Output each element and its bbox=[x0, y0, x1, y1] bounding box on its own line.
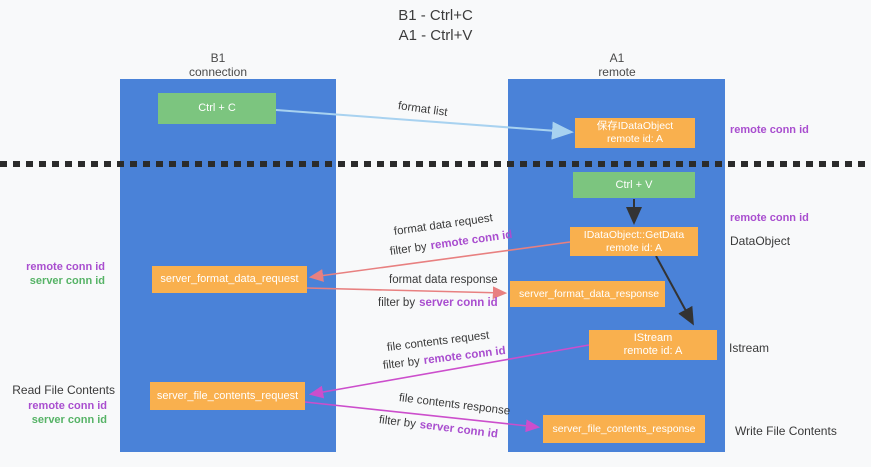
file-contents-response-label: file contents response bbox=[398, 392, 511, 418]
server-file-contents-request-node: server_file_contents_request bbox=[150, 382, 305, 410]
ctrl-c-label: Ctrl + C bbox=[198, 102, 236, 114]
ctrl-v-label: Ctrl + V bbox=[615, 178, 653, 191]
title-line-1: B1 - Ctrl+C bbox=[398, 7, 473, 24]
server-format-data-response-node: server_format_data_response bbox=[510, 281, 665, 307]
server-format-data-request-label: server_format_data_request bbox=[160, 273, 299, 285]
getdata-node: IDataObject::GetData remote id: A bbox=[570, 227, 698, 256]
server-conn-id-highlight: server conn id bbox=[419, 297, 498, 309]
left-remote-conn-id-label-2: remote conn id bbox=[28, 400, 107, 412]
title-line-2: A1 - Ctrl+V bbox=[398, 27, 473, 44]
write-file-contents-label: Write File Contents bbox=[735, 424, 837, 438]
save-idataobject-line1: 保存IDataObject bbox=[596, 120, 674, 132]
dataobject-label: DataObject bbox=[730, 234, 791, 248]
format-data-response-label: format data response bbox=[389, 274, 498, 286]
server-file-contents-request-label: server_file_contents_request bbox=[156, 389, 299, 402]
istream-side-label: Istream bbox=[729, 341, 770, 355]
right-remote-conn-id-label-top: remote conn id bbox=[730, 124, 809, 136]
left-server-conn-id-label-2: server conn id bbox=[31, 414, 107, 426]
left-column-header: B1 connection bbox=[158, 51, 278, 79]
right-column-header: A1 remote bbox=[557, 51, 677, 79]
istream-line2: remote id: A bbox=[623, 345, 683, 357]
server-conn-id-highlight: server conn id bbox=[419, 419, 499, 441]
filter-by-text: filter by bbox=[378, 297, 416, 309]
diagram-title: B1 - Ctrl+C A1 - Ctrl+V bbox=[0, 6, 871, 46]
left-server-conn-id-label-1: server conn id bbox=[29, 275, 105, 287]
right-remote-conn-id-label-mid: remote conn id bbox=[730, 212, 809, 224]
filter-by-text: filter by bbox=[382, 355, 421, 372]
remote-conn-id-highlight: remote conn id bbox=[423, 344, 507, 367]
copy-paste-separator-dashed-line bbox=[0, 161, 871, 167]
right-column-name: A1 bbox=[609, 51, 625, 65]
save-idataobject-line2: remote id: A bbox=[606, 133, 664, 145]
server-format-data-response-label: server_format_data_response bbox=[519, 287, 660, 300]
left-remote-conn-id-label-1: remote conn id bbox=[26, 261, 105, 273]
istream-line1: IStream bbox=[633, 332, 673, 344]
remote-conn-id-highlight: remote conn id bbox=[429, 228, 514, 253]
ctrl-c-node: Ctrl + C bbox=[158, 93, 276, 124]
filter-by-text: filter by bbox=[378, 414, 417, 431]
getdata-line2: remote id: A bbox=[605, 241, 663, 254]
right-column-subtitle: remote bbox=[598, 65, 636, 79]
read-file-contents-label: Read File Contents bbox=[12, 383, 115, 397]
istream-node: IStream remote id: A bbox=[589, 330, 717, 360]
format-data-response-arrow bbox=[306, 286, 508, 300]
save-idataobject-node: 保存IDataObject remote id: A bbox=[575, 118, 695, 148]
left-column-name: B1 bbox=[210, 51, 226, 65]
getdata-line1: IDataObject::GetData bbox=[583, 228, 685, 241]
filter-by-text: filter by bbox=[389, 240, 428, 258]
ctrl-v-node: Ctrl + V bbox=[573, 172, 695, 198]
left-column-subtitle: connection bbox=[188, 65, 248, 79]
server-file-contents-response-label: server_file_contents_response bbox=[552, 422, 696, 435]
server-format-data-request-node: server_format_data_request bbox=[152, 266, 307, 293]
server-file-contents-response-node: server_file_contents_response bbox=[543, 415, 705, 443]
format-list-label: format list bbox=[397, 100, 449, 119]
